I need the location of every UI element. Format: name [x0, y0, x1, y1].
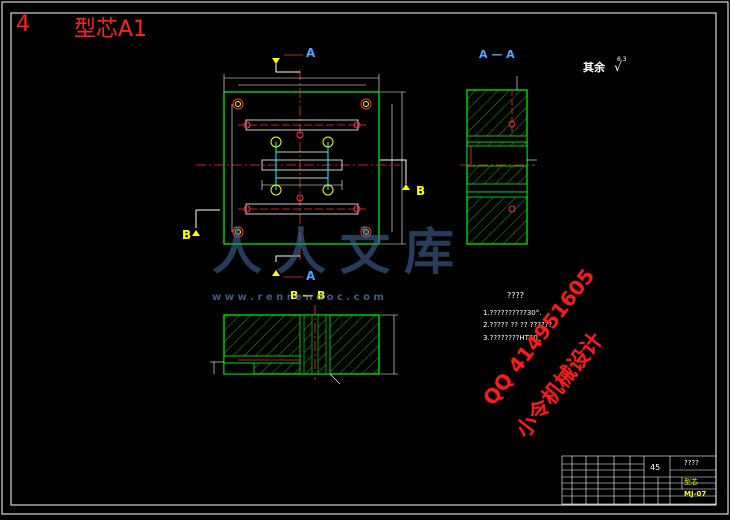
drawing-title: 型芯A1	[74, 17, 148, 42]
title-block-code: MJ-07	[684, 490, 707, 498]
section-a-a-view	[460, 76, 537, 245]
notes-title: ????	[507, 291, 524, 300]
label-a-top: A	[306, 46, 316, 60]
section-b-b-view	[210, 305, 398, 385]
note-1: 1.??????????30°.	[483, 309, 542, 317]
title-block-drawing-name: ????	[684, 459, 699, 467]
roughness-icon: √	[614, 60, 622, 74]
label-section-bb: B — B	[290, 289, 326, 302]
surface-finish-value: 6.3	[617, 56, 627, 63]
title-block-material: 45	[650, 463, 661, 472]
label-a-bottom: A	[306, 269, 316, 283]
drawing-number: 4	[16, 12, 30, 37]
inner-frame	[10, 12, 717, 506]
plan-view	[196, 70, 406, 262]
watermark-logo: 人人文库	[212, 223, 468, 281]
note-2: 2.????? ?? ?? ??????	[483, 321, 553, 329]
watermark-url: w w w . r e n r e n d o c . c o m	[212, 292, 384, 303]
label-b-left: B	[182, 228, 192, 242]
label-section-aa: A — A	[479, 48, 515, 61]
note-3: 3.????????HT50.	[483, 334, 541, 342]
label-b-right: B	[416, 184, 426, 198]
section-markers	[192, 54, 410, 278]
title-block-part-name: 型芯	[684, 478, 698, 486]
title-block	[561, 455, 717, 505]
surface-finish-text: 其余	[583, 61, 605, 74]
